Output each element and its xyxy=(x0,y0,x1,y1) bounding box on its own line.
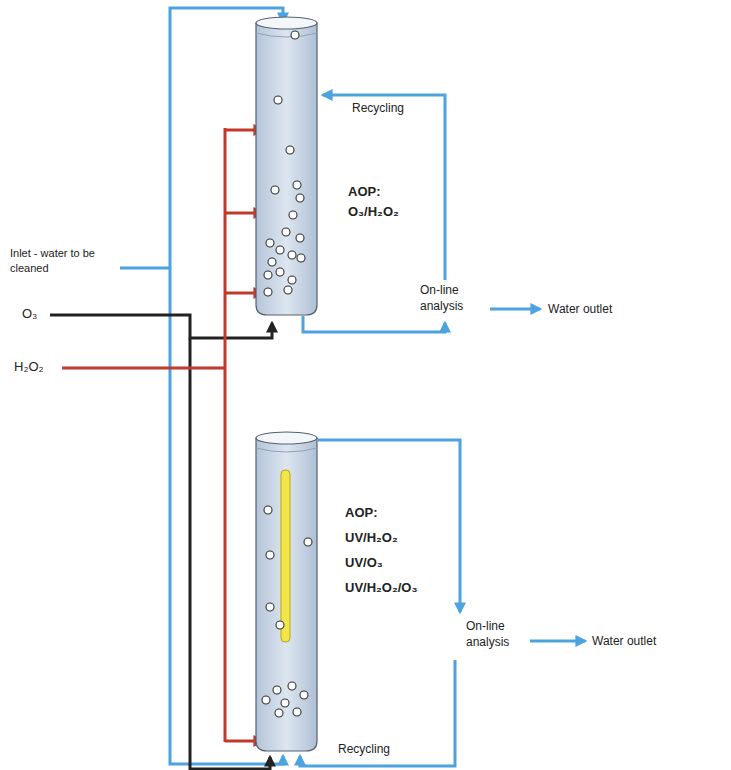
water-surface xyxy=(256,33,317,37)
gas-bubble xyxy=(273,686,281,694)
gas-bubble xyxy=(266,551,274,559)
gas-bubble xyxy=(264,271,272,279)
outflow-pipe xyxy=(303,316,445,332)
gas-bubble xyxy=(288,682,296,690)
gas-bubble xyxy=(297,254,305,262)
peroxide-pipe xyxy=(62,367,225,370)
process-heading: AOP: xyxy=(348,185,381,200)
water-surface xyxy=(256,448,317,452)
inlet-pipe xyxy=(120,267,170,270)
reagent-label: O₃ xyxy=(22,305,62,323)
process-name: UV/O₃ xyxy=(345,556,383,571)
gas-bubble xyxy=(276,621,284,629)
gas-bubble xyxy=(304,538,312,546)
inlet-label: Inlet - water to be cleaned xyxy=(10,246,122,276)
gas-bubble xyxy=(264,506,272,514)
peroxide-pipe xyxy=(62,128,263,742)
gas-bubble xyxy=(266,603,274,611)
gas-bubble xyxy=(296,194,304,202)
peroxide-pipe xyxy=(224,128,227,742)
outlet-arrow xyxy=(490,308,540,311)
gas-bubble xyxy=(291,31,299,39)
gas-bubble xyxy=(262,696,270,704)
column-body xyxy=(256,438,317,751)
gas-bubble xyxy=(293,708,301,716)
gas-bubble xyxy=(264,288,272,296)
gas-bubble xyxy=(275,709,283,717)
reactor-column: AOP:O₃/H₂O₂ xyxy=(255,15,318,316)
gas-bubble xyxy=(288,276,296,284)
uv-lamp xyxy=(281,470,290,642)
recycling-pipe xyxy=(323,95,445,280)
column-outline xyxy=(255,430,318,752)
column-outline xyxy=(255,15,318,316)
column-top xyxy=(256,432,317,444)
gas-bubble xyxy=(271,186,279,194)
process-name: O₃/H₂O₂ xyxy=(348,205,399,220)
column-top xyxy=(256,17,317,29)
instrument-label: On-line analysis xyxy=(466,618,528,650)
outflow-pipe xyxy=(318,440,460,612)
outlet-arrow xyxy=(530,640,585,643)
gas-bubble xyxy=(282,228,290,236)
gas-bubble xyxy=(281,699,289,707)
gas-bubble xyxy=(300,691,308,699)
gas-bubble xyxy=(274,96,282,104)
gas-bubble xyxy=(289,211,297,219)
gas-bubble xyxy=(276,268,284,276)
outlet-label: Water outlet xyxy=(548,301,668,317)
reactor-column: AOP:UV/H₂O₂UV/O₃UV/H₂O₂/O₃ xyxy=(255,430,318,752)
gas-bubble xyxy=(288,251,296,259)
gas-bubble xyxy=(266,239,274,247)
process-heading: AOP: xyxy=(345,506,378,521)
flow-label: Recycling xyxy=(338,741,428,757)
reagent-label: H₂O₂ xyxy=(14,358,64,376)
process-name: UV/H₂O₂/O₃ xyxy=(345,581,417,596)
gas-bubble xyxy=(296,234,304,242)
ozone-pipe xyxy=(50,315,272,338)
process-name: UV/H₂O₂ xyxy=(345,531,398,546)
flow-label: Recycling xyxy=(352,100,442,116)
gas-bubble xyxy=(276,246,284,254)
gas-bubble xyxy=(284,286,292,294)
ozone-pipe xyxy=(50,315,272,769)
recycling-pipe xyxy=(300,660,455,766)
gas-bubble xyxy=(268,258,276,266)
column-body xyxy=(256,23,317,315)
instrument-label: On-line analysis xyxy=(420,282,482,314)
gas-bubble xyxy=(286,146,294,154)
gas-bubble xyxy=(293,181,301,189)
outlet-label: Water outlet xyxy=(592,633,712,649)
